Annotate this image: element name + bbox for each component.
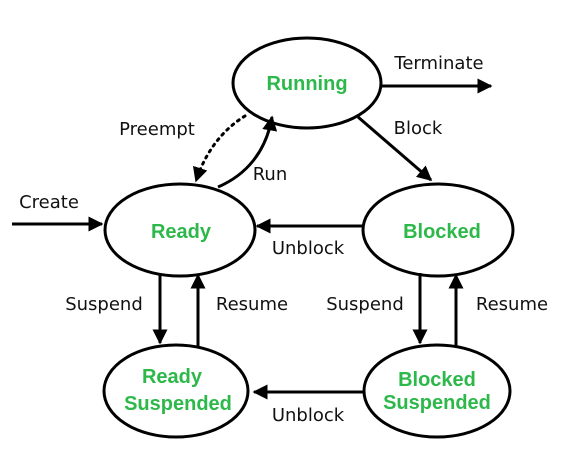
state-ready-suspended-ellipse	[102, 343, 250, 439]
state-running-label: Running	[266, 73, 347, 95]
state-ready-suspended: Ready Suspended	[102, 343, 250, 439]
resume-left-label: Resume	[216, 294, 288, 315]
state-ready-suspended-label-line1: Ready	[142, 366, 203, 388]
terminate-label: Terminate	[393, 53, 483, 74]
state-ready-label: Ready	[151, 221, 212, 243]
resume-right-label: Resume	[476, 294, 548, 315]
run-arrow	[217, 115, 278, 189]
state-ready-ellipse	[103, 182, 257, 278]
unblock-label: Unblock	[272, 238, 345, 259]
preempt-label: Preempt	[119, 119, 195, 140]
suspend-right-label: Suspend	[326, 294, 404, 315]
block-label: Block	[394, 118, 443, 139]
state-ready: Ready	[103, 182, 257, 278]
state-blocked-label: Blocked	[403, 221, 481, 243]
state-blocked-suspended-ellipse	[362, 343, 512, 439]
state-running-ellipse	[231, 36, 383, 130]
preempt-arrow	[192, 114, 247, 183]
suspend-left-label: Suspend	[65, 294, 143, 315]
state-running: Running	[231, 36, 383, 130]
create-label: Create	[19, 192, 79, 213]
state-blocked-suspended: Blocked Suspended	[362, 343, 512, 439]
state-blocked-suspended-label-line2: Suspended	[383, 392, 491, 414]
run-label: Run	[253, 164, 288, 185]
state-blocked: Blocked	[361, 182, 515, 278]
state-blocked-suspended-label-line1: Blocked	[398, 369, 476, 391]
block-arrow	[357, 115, 433, 182]
unblock-suspended-label: Unblock	[272, 405, 345, 426]
state-ready-suspended-label-line2: Suspended	[124, 393, 232, 415]
state-blocked-ellipse	[361, 182, 515, 278]
